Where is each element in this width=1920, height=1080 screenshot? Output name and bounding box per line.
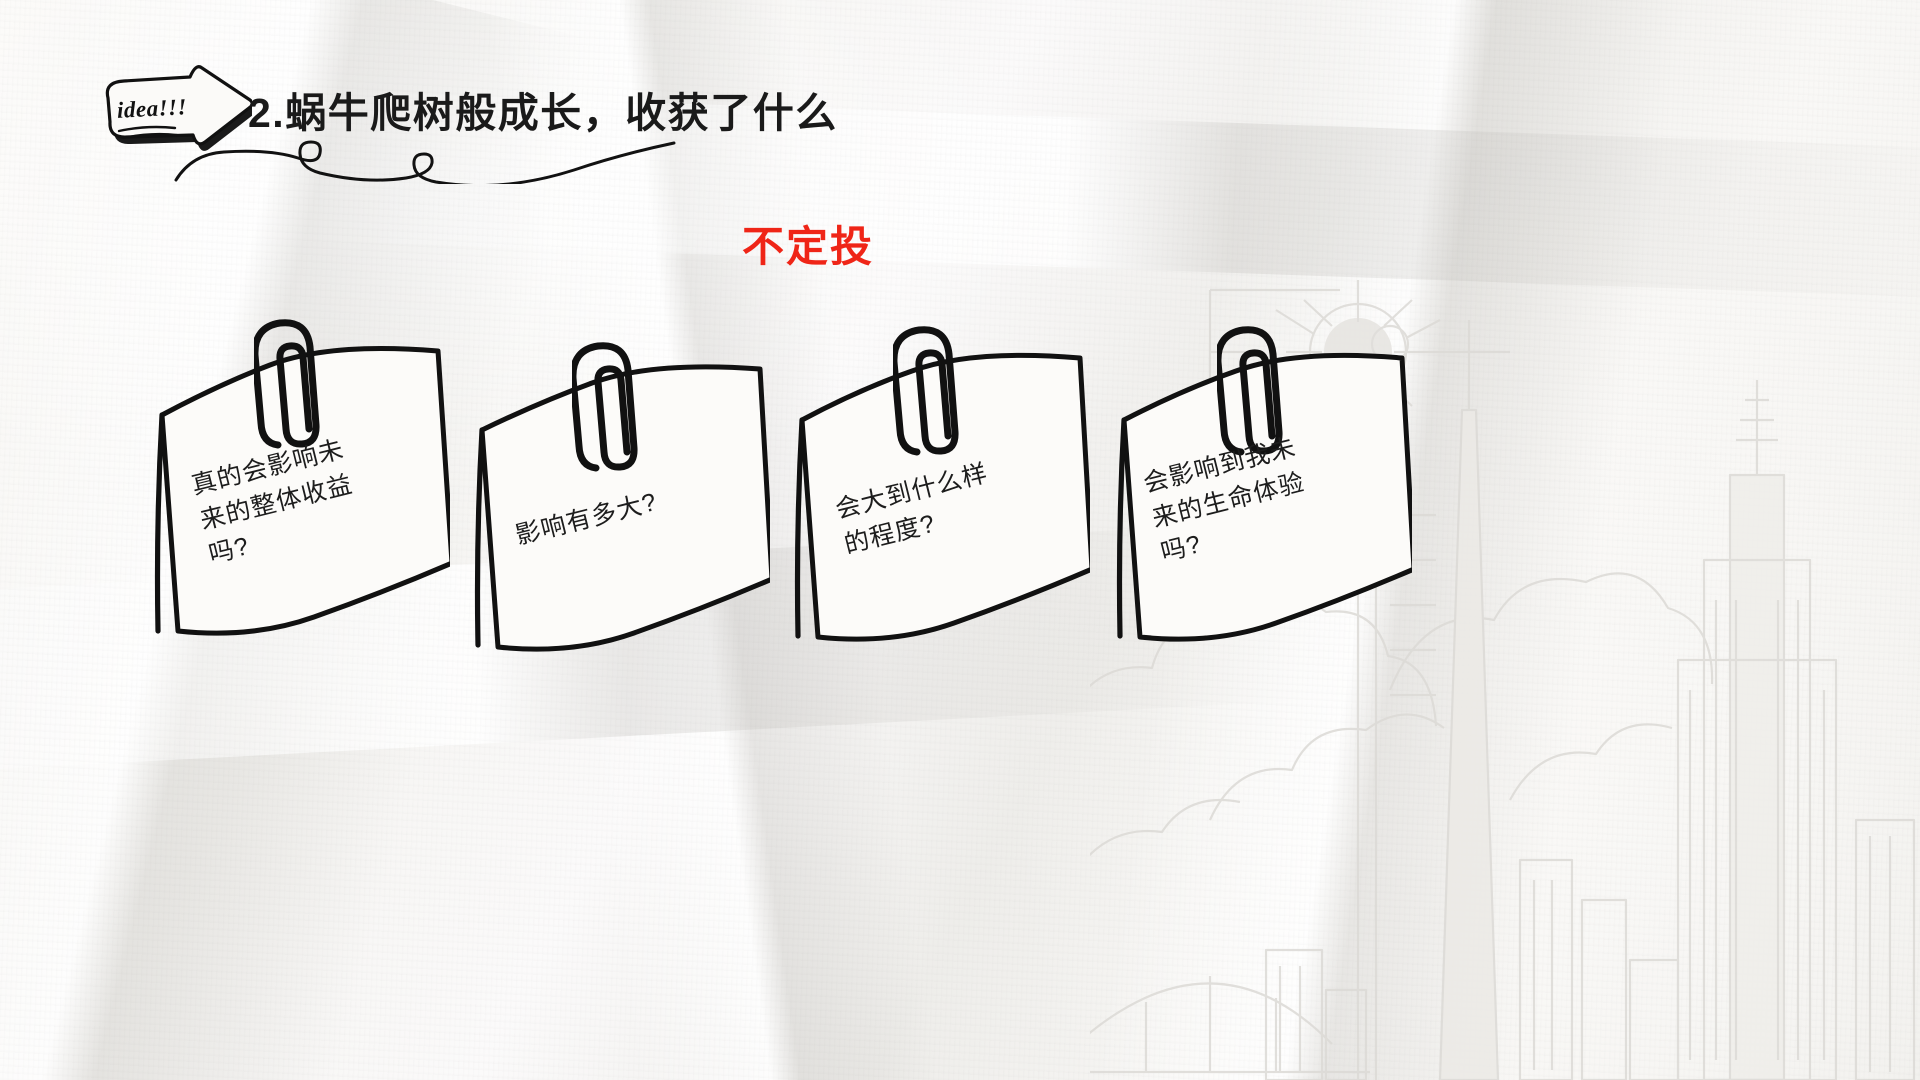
page-title: 2.蜗牛爬树般成长，收获了什么	[248, 90, 838, 136]
swirl-divider-icon	[174, 140, 676, 184]
paperclip-icon	[572, 342, 638, 472]
idea-arrow-icon	[105, 65, 257, 151]
note-paper-icon	[154, 345, 450, 636]
note-paper-icon	[1116, 352, 1412, 642]
red-heading: 不定投	[741, 223, 874, 270]
paperclip-icon	[1217, 326, 1283, 456]
paperclip-icon	[254, 319, 320, 449]
note-card[interactable]: 影响有多大?	[470, 338, 770, 698]
idea-arrow-badge: idea!!!	[92, 64, 257, 159]
note-card[interactable]: 真的会影响未 来的整体收益 吗?	[150, 319, 450, 680]
note-card[interactable]: 会影响到我未 来的生命体验 吗?	[1112, 326, 1412, 686]
idea-badge-label: idea!!!	[116, 94, 188, 123]
paperclip-icon	[893, 326, 959, 456]
note-card[interactable]: 会大到什么样 的程度?	[790, 326, 1090, 686]
